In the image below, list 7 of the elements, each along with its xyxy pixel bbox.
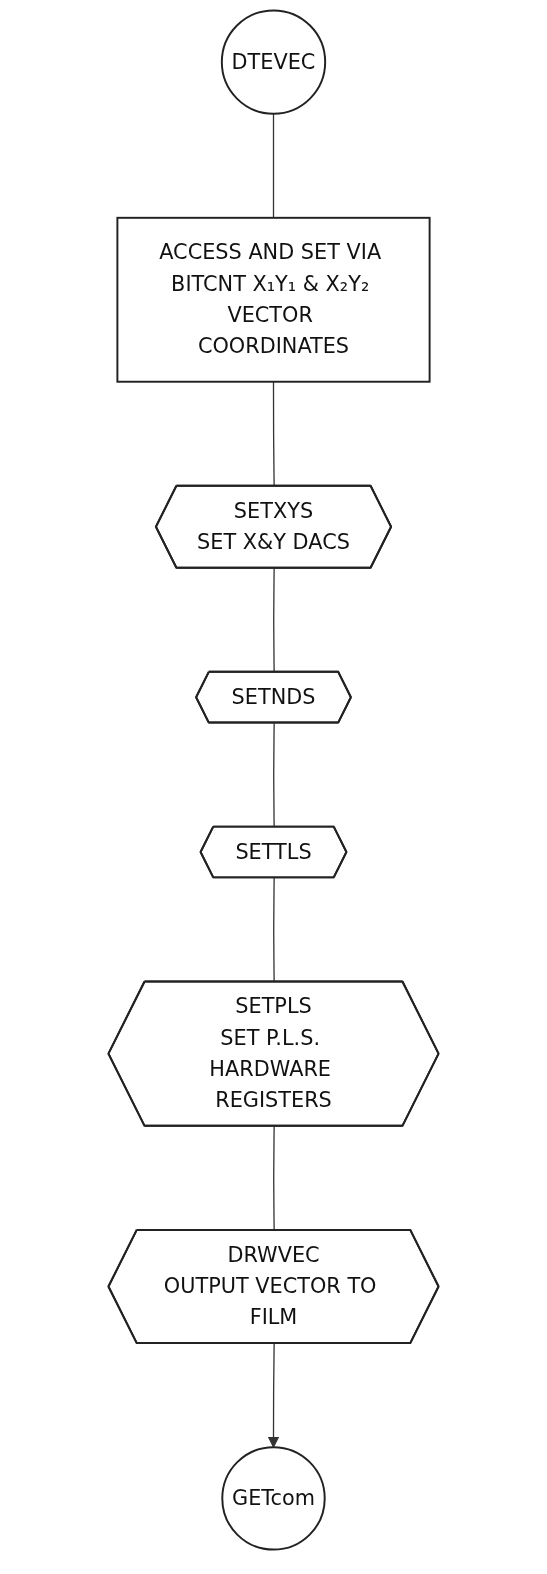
node-box: ACCESS AND SET VIA BITCNT X₁Y₁ & X₂Y₂ VECTOR COORDINATES: [116, 216, 431, 383]
connector: [273, 877, 275, 983]
node-circle: DTEVEC: [220, 9, 327, 115]
connector: [272, 113, 275, 219]
node-circle: GETcom: [221, 1446, 326, 1551]
arrow: [267, 1343, 280, 1448]
connector: [273, 722, 275, 828]
